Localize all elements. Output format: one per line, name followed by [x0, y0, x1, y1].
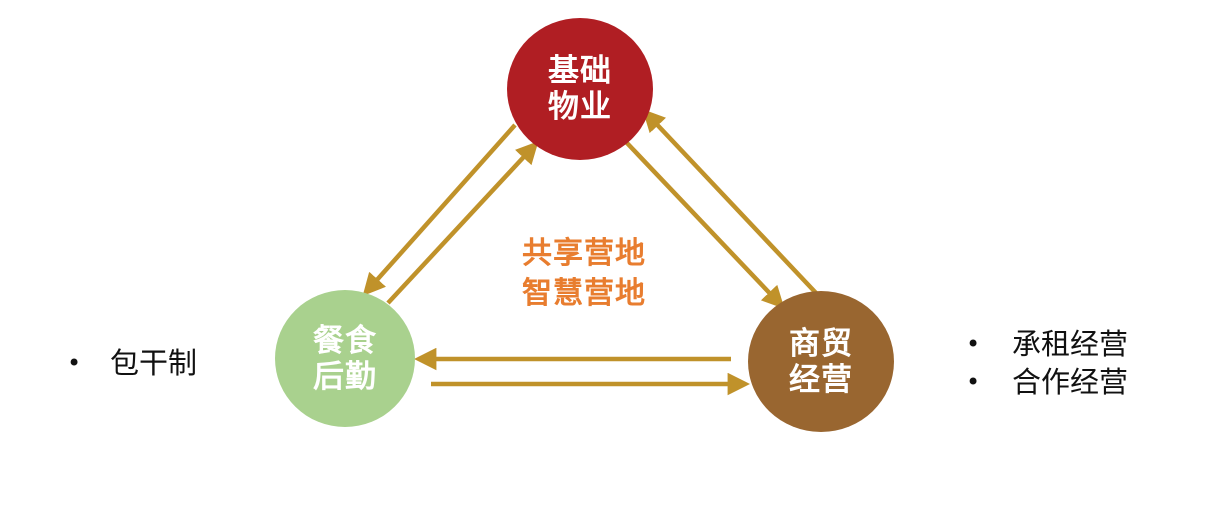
list-item: • 合作经营	[966, 363, 1128, 401]
arrow-top-to-right	[625, 141, 785, 309]
left-bullet-list: • 包干制	[67, 344, 197, 382]
node-left-line1: 餐食	[313, 322, 377, 359]
bullet-dot: •	[966, 330, 981, 358]
list-item-label: 承租经营	[1012, 327, 1129, 361]
list-item: • 承租经营	[966, 325, 1128, 363]
list-item-label: 合作经营	[1012, 365, 1129, 399]
node-top-line2: 物业	[548, 89, 612, 125]
node-catering-logistics: 餐食 后勤	[275, 290, 415, 427]
center-label-line1: 共享营地	[522, 236, 646, 271]
list-item-label: 包干制	[110, 346, 198, 380]
node-right-line1: 商贸	[789, 325, 853, 362]
arrow-left-to-top	[386, 141, 539, 305]
node-left-line2: 后勤	[313, 358, 377, 395]
node-right-line2: 经营	[789, 361, 853, 398]
list-item: • 包干制	[67, 344, 197, 382]
arrow-top-to-left	[362, 123, 517, 297]
node-commerce-operations: 商贸 经营	[748, 291, 894, 432]
arrow-right-to-top	[642, 109, 818, 295]
node-top-line1: 基础	[548, 53, 612, 89]
right-bullet-list: • 承租经营 • 合作经营	[966, 325, 1128, 401]
node-basic-property: 基础 物业	[507, 18, 653, 160]
center-label: 共享营地 智慧营地	[480, 234, 688, 314]
bullet-dot: •	[67, 349, 82, 377]
center-label-line2: 智慧营地	[522, 276, 646, 311]
bullet-dot: •	[966, 368, 981, 396]
